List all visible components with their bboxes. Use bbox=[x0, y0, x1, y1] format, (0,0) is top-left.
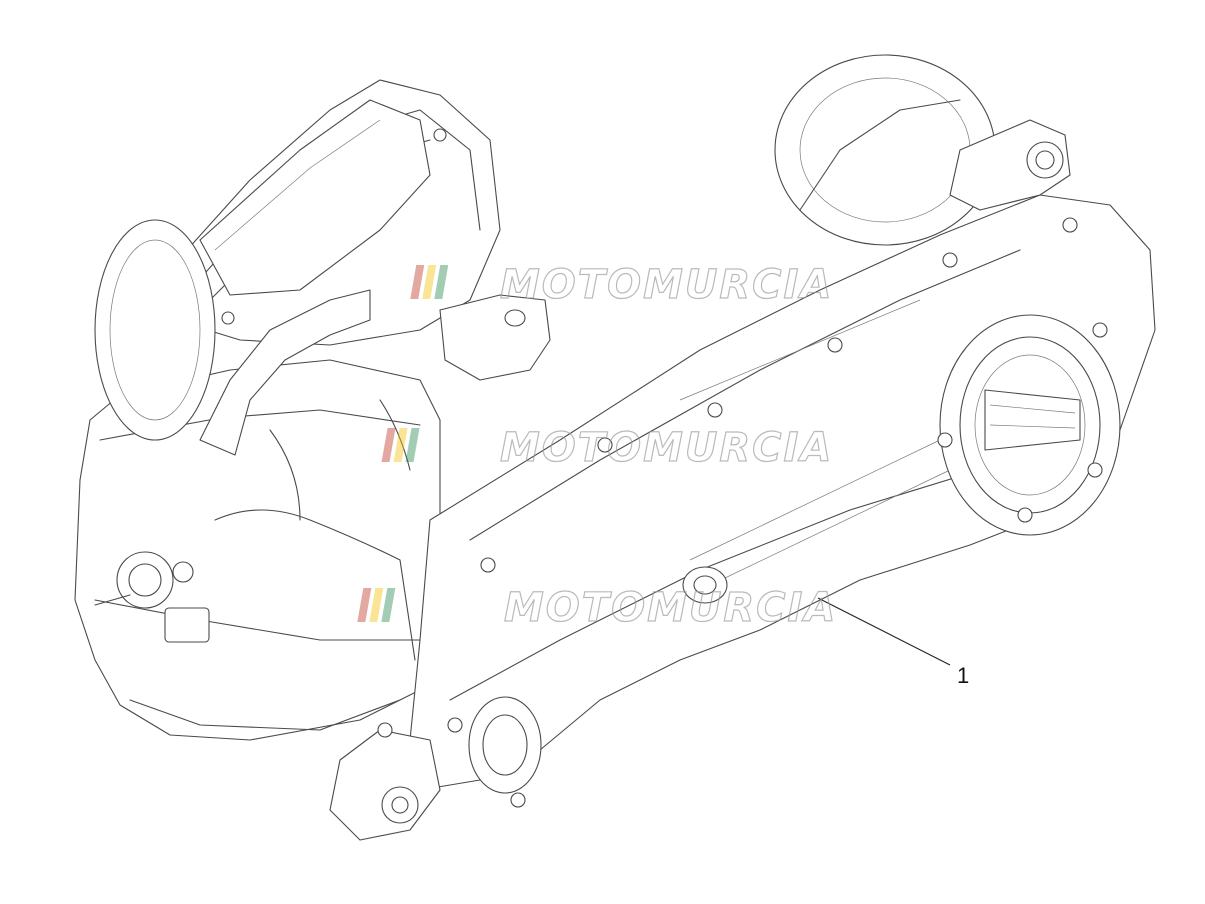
rear-hub bbox=[468, 696, 542, 794]
watermark-text: MOTOMURCIA bbox=[500, 262, 833, 308]
flywheel-cover bbox=[94, 219, 216, 441]
watermark-text: MOTOMURCIA bbox=[504, 585, 837, 631]
drive-bearing bbox=[682, 566, 728, 604]
sensor-connector bbox=[164, 607, 210, 643]
clutch-cover bbox=[939, 314, 1121, 536]
brand-logo-watermark bbox=[410, 265, 449, 299]
callout-1: 1 bbox=[817, 597, 969, 688]
intake-hose bbox=[199, 289, 371, 456]
engine-mount bbox=[329, 729, 441, 841]
watermark-bottom: MOTOMURCIA bbox=[357, 584, 837, 632]
watermark-middle: MOTOMURCIA bbox=[381, 424, 833, 472]
watermark-top: MOTOMURCIA bbox=[410, 261, 833, 309]
brand-logo-watermark bbox=[381, 428, 420, 462]
brand-logo-watermark bbox=[357, 588, 396, 622]
callout-leader-line bbox=[817, 597, 951, 666]
engine-assembly-illustration bbox=[74, 54, 1156, 841]
watermark-text: MOTOMURCIA bbox=[500, 425, 833, 471]
callout-label: 1 bbox=[957, 663, 969, 688]
valve-cover bbox=[199, 99, 431, 296]
bolts bbox=[221, 128, 1108, 808]
output-shaft bbox=[116, 551, 174, 609]
